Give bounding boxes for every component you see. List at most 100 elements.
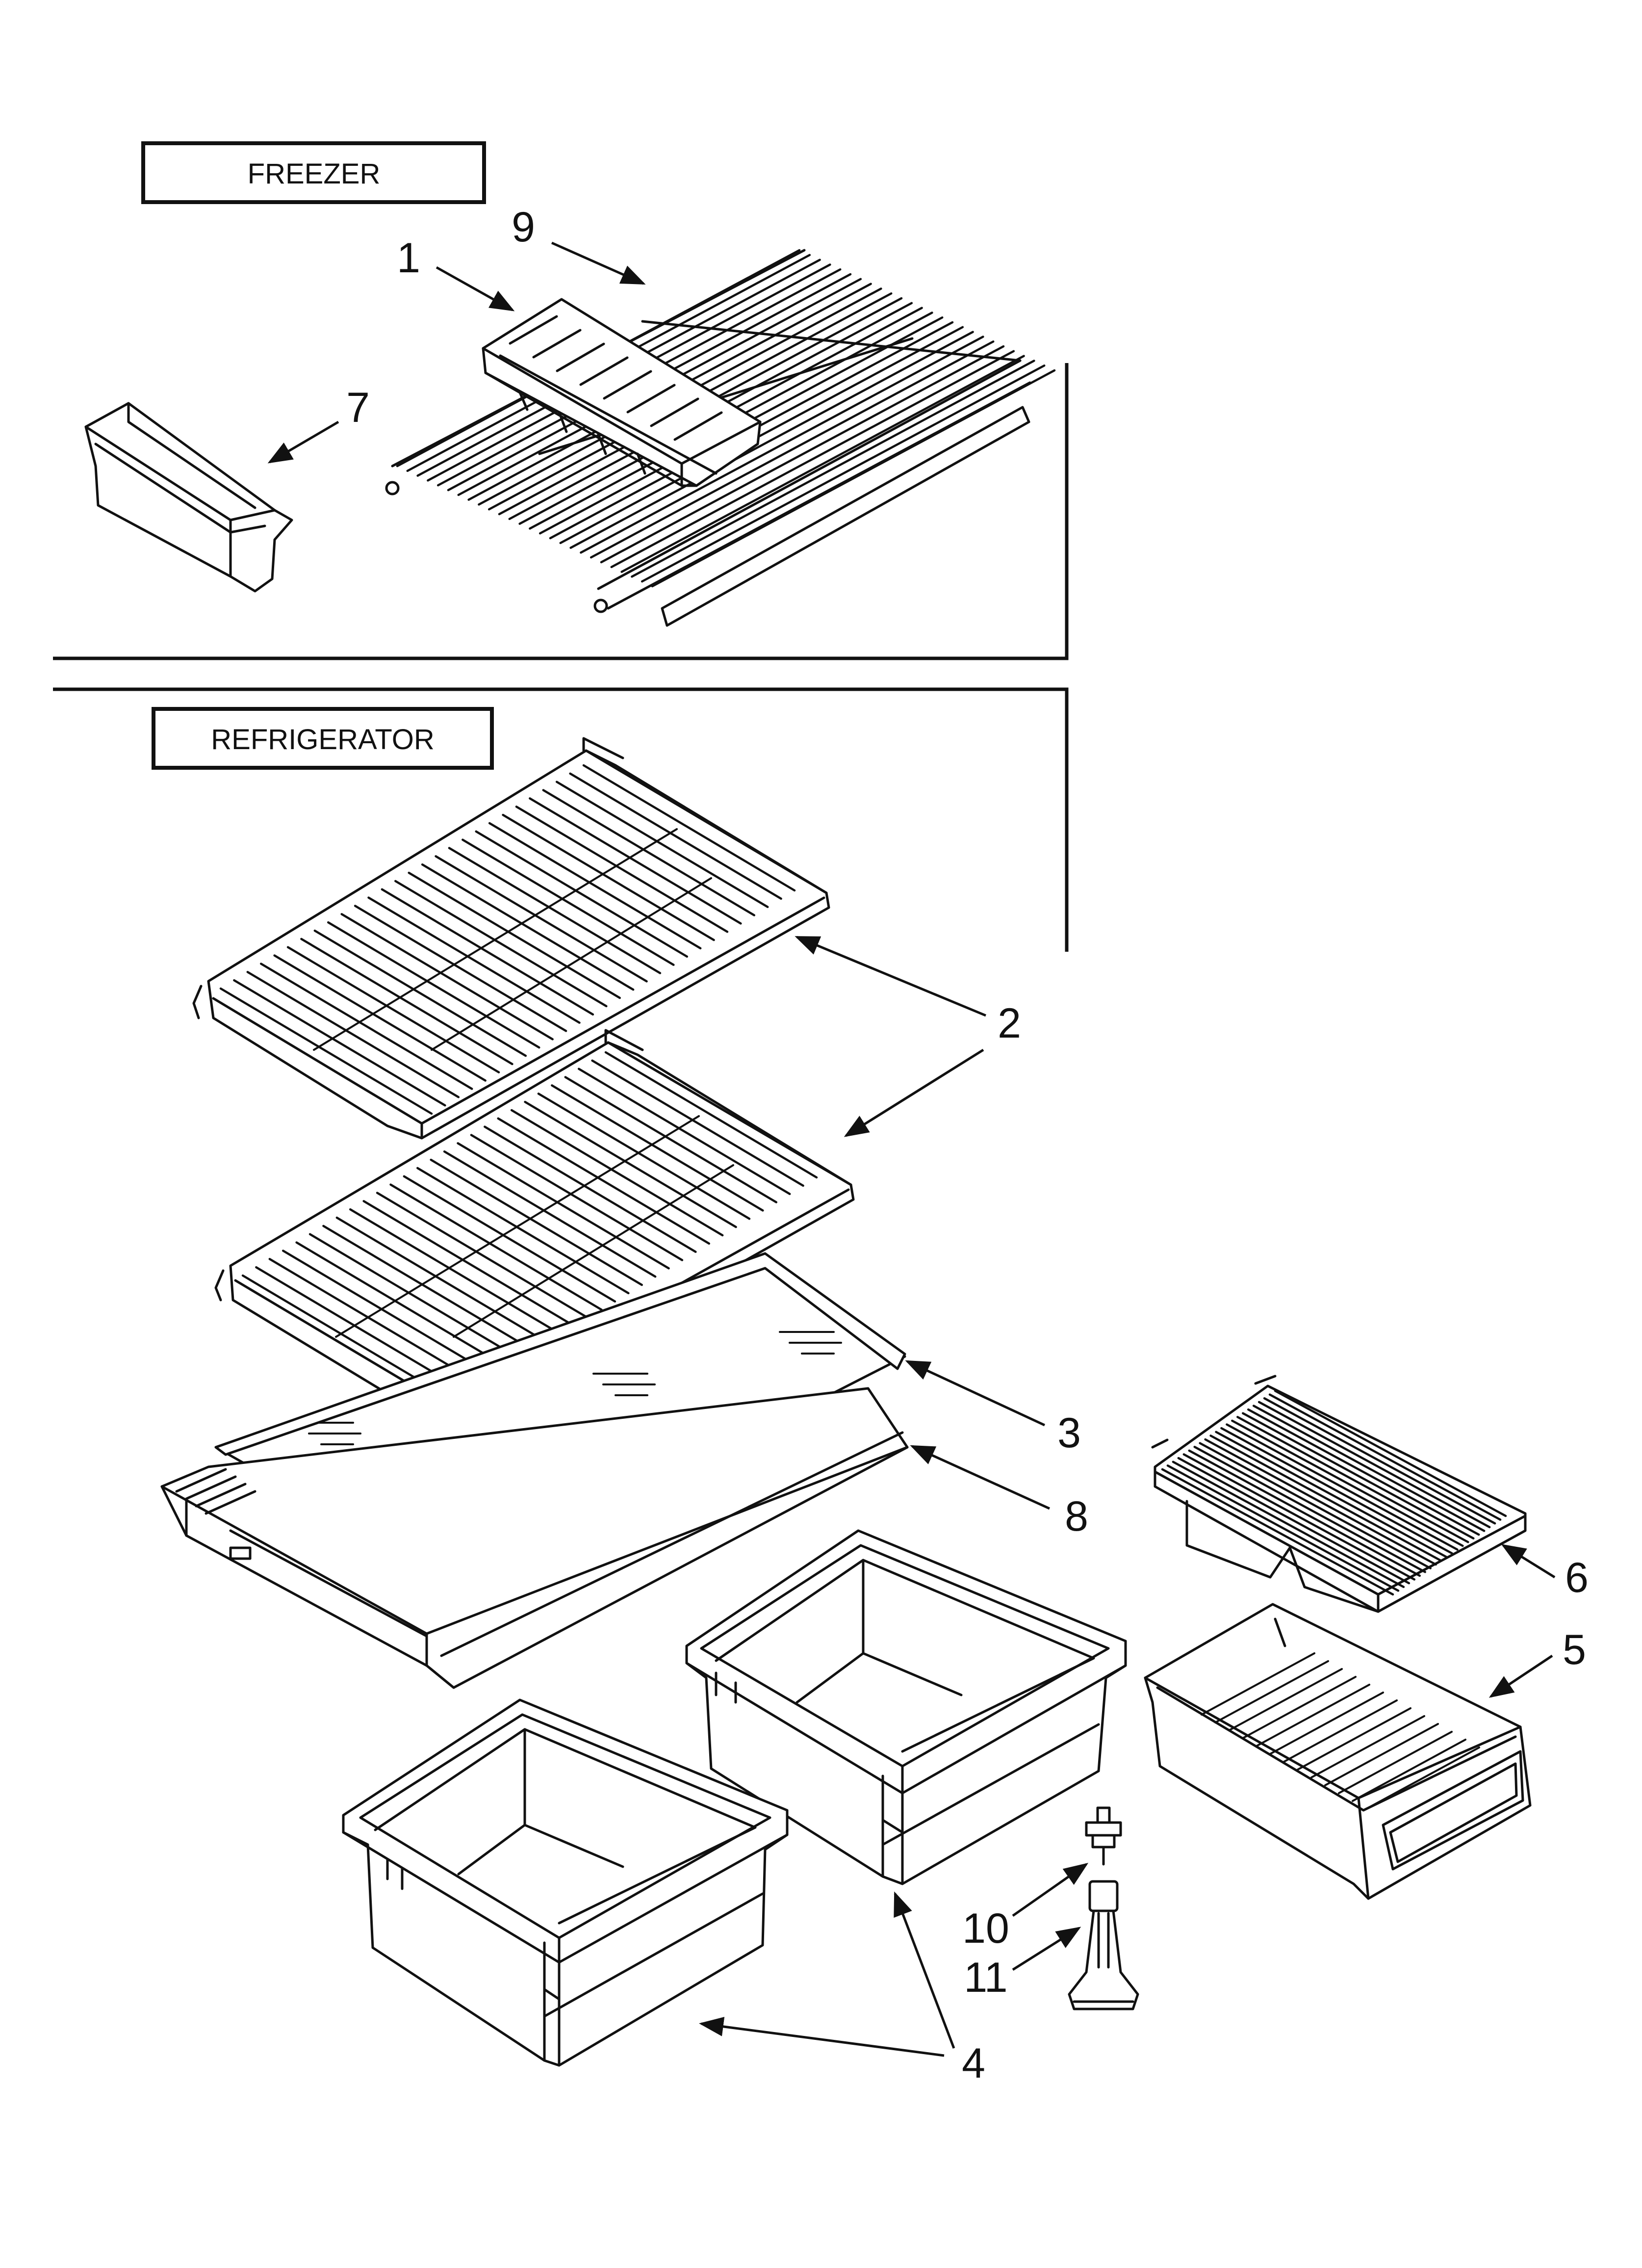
callout-number-5: 5 (1563, 1626, 1586, 1673)
wire-line (1193, 1446, 1426, 1573)
wire-line (1242, 1676, 1357, 1739)
wire-line (273, 954, 487, 1082)
wire-line (286, 946, 500, 1073)
wire-line (650, 397, 699, 427)
wire-line (1252, 1405, 1486, 1532)
wire-line (313, 828, 678, 1051)
wire-line (1324, 1723, 1439, 1786)
wire-line (1201, 1652, 1315, 1716)
callout-number-6: 6 (1565, 1554, 1589, 1601)
callout-1: 1 (397, 235, 515, 312)
callout-4: 4 (699, 1891, 985, 2087)
wire-line (532, 329, 582, 359)
wire-line (1236, 1416, 1469, 1543)
wire-line (524, 1100, 737, 1228)
wire-line (1209, 1434, 1442, 1562)
wire-line (443, 1150, 657, 1278)
callout-6: 6 (1501, 1544, 1589, 1601)
wire-line (564, 1076, 778, 1203)
callout-number-7: 7 (346, 384, 370, 431)
wire-line (499, 354, 718, 475)
wire-line (349, 1208, 563, 1336)
callout-number-10: 10 (962, 1905, 1009, 1952)
wire-line (1215, 1431, 1448, 1559)
callout-10: 10 (962, 1863, 1089, 1952)
meat-drawer-cover (1151, 1375, 1527, 1613)
wire-line (497, 1117, 710, 1245)
wire-line (1228, 1668, 1343, 1731)
wire-line (453, 1164, 734, 1338)
wire-line (335, 1115, 700, 1338)
wire-line (367, 896, 581, 1024)
wire-line (1161, 1468, 1394, 1596)
wire-line (470, 1134, 684, 1261)
callout-number-9: 9 (512, 204, 535, 251)
wire-line (641, 364, 1046, 583)
wire-line (448, 847, 662, 974)
callout-8: 8 (910, 1445, 1088, 1540)
wire-line (673, 411, 723, 441)
freezer-label-box: FREEZER (141, 141, 486, 204)
ice-cube-tray (482, 298, 762, 487)
wire-line (551, 1084, 764, 1212)
wire-line (1310, 1715, 1425, 1778)
wire-line (335, 1216, 549, 1344)
refrigerator-wire-shelf-lower (214, 1029, 855, 1427)
callout-5: 5 (1488, 1626, 1586, 1698)
wire-line (376, 1192, 590, 1319)
wire-line (282, 1250, 495, 1377)
wire-line (1204, 1438, 1437, 1566)
wire-line (515, 806, 729, 933)
callout-number-4: 4 (962, 2040, 985, 2087)
callout-number-1: 1 (397, 235, 420, 282)
wire-line (582, 764, 796, 892)
wire-line (569, 331, 974, 549)
wire-line (354, 905, 567, 1032)
wire-line (268, 1258, 482, 1385)
wire-line (313, 929, 527, 1057)
wire-line (1283, 1699, 1398, 1763)
wire-line (484, 1125, 697, 1253)
callout-number-11: 11 (964, 1954, 1007, 2001)
freezer-section-frame (53, 363, 1069, 660)
callout-7: 7 (267, 384, 370, 464)
wire-line (435, 855, 648, 983)
wire-line (1297, 1707, 1411, 1771)
wire-line (569, 772, 782, 900)
wire-line (1269, 1692, 1384, 1755)
wire-line (1257, 1401, 1491, 1529)
wire-line (462, 838, 675, 966)
wire-line (457, 1142, 670, 1270)
wire-line (259, 963, 473, 1090)
wire-line (416, 1167, 630, 1295)
leveling-leg (1068, 1880, 1139, 2010)
refrigerator-label-box: REFRIGERATOR (152, 707, 494, 770)
wire-line (488, 822, 702, 950)
crisper-drawer-front (342, 1698, 789, 2067)
wire-line (537, 1093, 751, 1220)
wire-line (556, 342, 605, 372)
wire-line (1256, 1684, 1370, 1747)
callout-9: 9 (512, 204, 646, 285)
wire-line (389, 1183, 603, 1311)
wire-line (577, 1068, 791, 1195)
freezer-label: FREEZER (248, 158, 381, 190)
wire-line (246, 971, 460, 1098)
wire-line (1268, 1393, 1502, 1521)
wire-line (510, 1109, 724, 1237)
wire-line (1177, 1457, 1411, 1585)
callout-number-2: 2 (998, 1000, 1021, 1047)
wire-line (600, 345, 1005, 564)
wire-line (590, 340, 995, 559)
wire-line (603, 370, 652, 400)
crisper-drawer-back (685, 1529, 1127, 1885)
wire-line (362, 1200, 576, 1328)
wire-line (403, 1175, 616, 1303)
wire-line (219, 987, 433, 1115)
wire-line (394, 880, 608, 1008)
wire-line (542, 789, 756, 916)
callout-11: 11 (964, 1927, 1081, 2001)
wire-line (1214, 1660, 1329, 1723)
callout-2: 2 (795, 936, 1021, 1137)
